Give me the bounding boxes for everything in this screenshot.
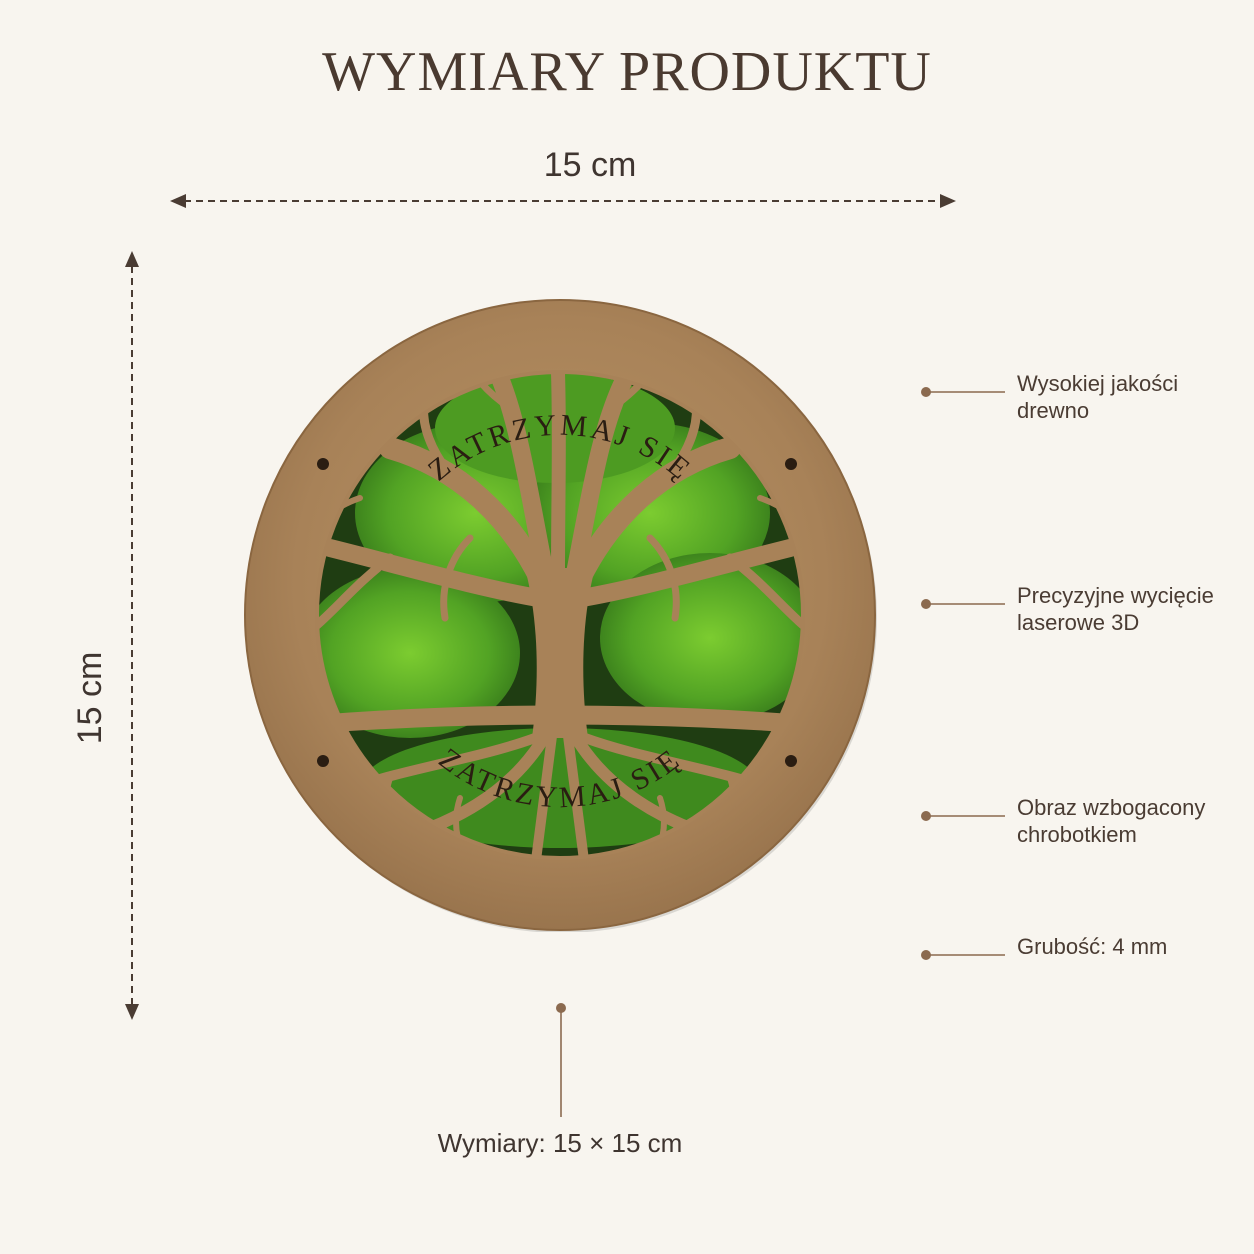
feature-leader-3 — [921, 811, 1005, 821]
width-arrow-icon — [170, 194, 956, 208]
width-dimension-label: 15 cm — [543, 146, 637, 184]
dimensions-label: Wymiary: 15 × 15 cm — [437, 1128, 683, 1158]
feature-laser-cut: Precyzyjne wycięcie laserowe 3D — [1017, 583, 1214, 635]
feature-wood-quality: Wysokiej jakości drewno — [1017, 371, 1179, 423]
product-image: ZATRZYMAJ SIĘ ZATRZYMAJ SIĘ — [244, 299, 877, 932]
tree-of-life-icon — [317, 372, 803, 858]
height-arrow-icon — [125, 251, 139, 1020]
mounting-holes — [317, 458, 797, 767]
dimensions-leader — [556, 1003, 566, 1117]
feature-leader-4 — [921, 950, 1005, 960]
page-title: WYMIARY PRODUKTU — [322, 41, 932, 103]
feature-thickness: Grubość: 4 mm — [1017, 934, 1168, 959]
feature-leader-2 — [921, 599, 1005, 609]
feature-moss: Obraz wzbogacony chrobotkiem — [1017, 795, 1206, 847]
moss-window — [317, 372, 803, 858]
feature-leader-1 — [921, 387, 1005, 397]
